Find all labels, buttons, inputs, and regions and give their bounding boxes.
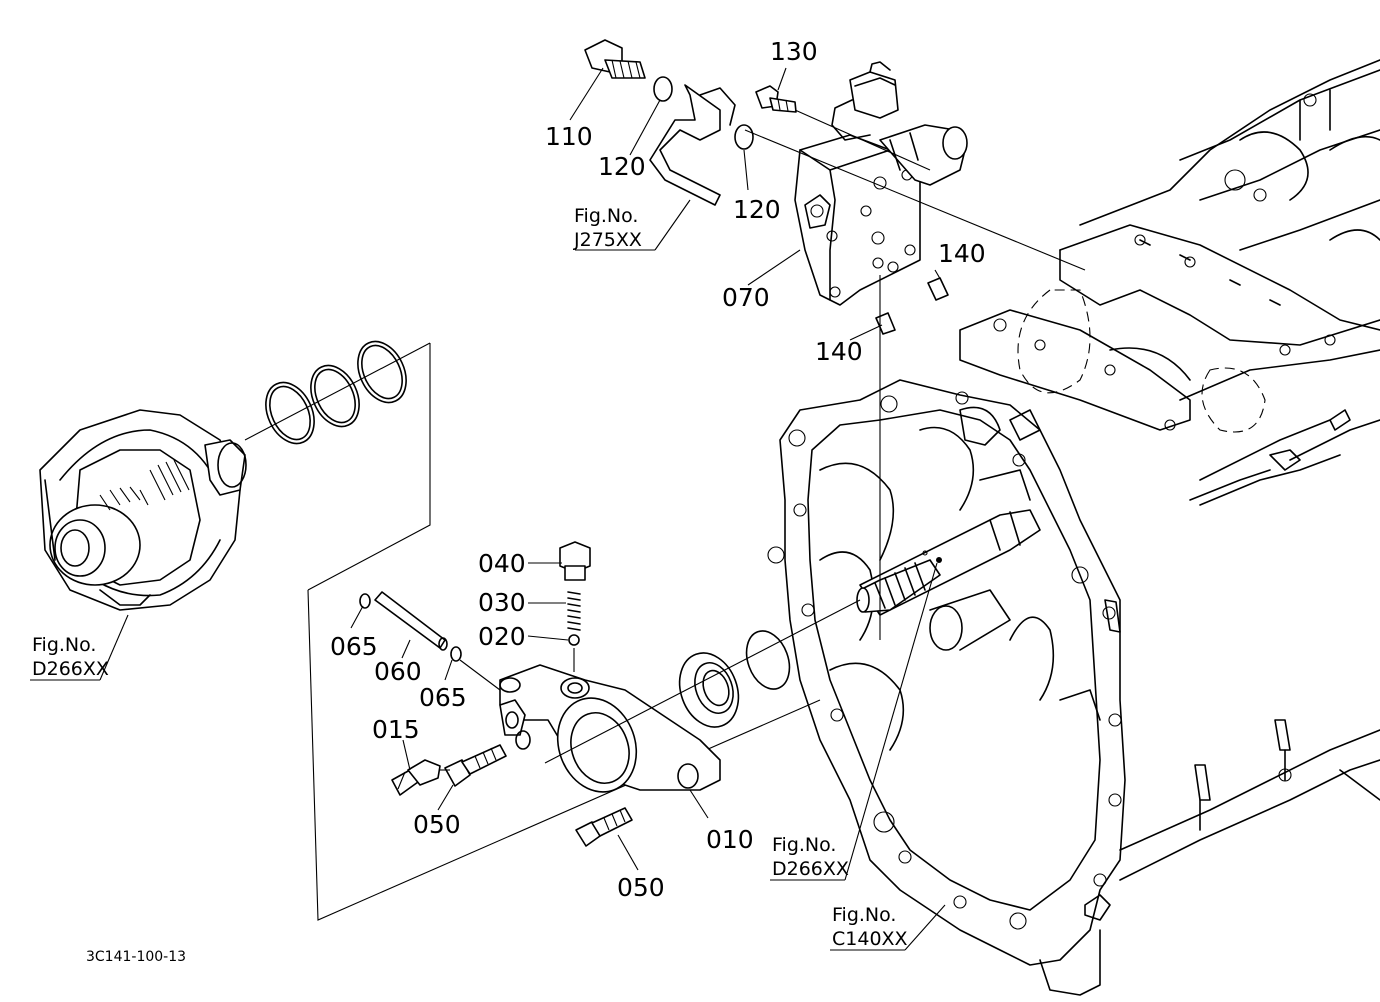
housing-010 [499, 664, 721, 793]
figure-references: Fig.No. J275XX Fig.No. D266XX Fig.No. D2… [32, 205, 908, 950]
callout-120-a: 120 [598, 152, 646, 181]
callout-060: 060 [374, 657, 422, 686]
callout-040: 040 [478, 549, 526, 578]
bolt-050b [575, 807, 633, 847]
callout-labels: 130 110 120 120 070 140 140 040 030 020 … [330, 37, 986, 902]
banjo-bolt [584, 39, 646, 79]
pipe-elbow [699, 87, 736, 126]
ref-c140-code: C140XX [832, 928, 908, 950]
transmission-case [767, 59, 1380, 996]
diagram-code: 3C141-100-13 [86, 949, 186, 965]
callout-130: 130 [770, 37, 818, 66]
projection-line-upper [744, 129, 1086, 271]
callout-110: 110 [545, 122, 593, 151]
washer-a [653, 76, 673, 102]
callout-050-a: 050 [413, 810, 461, 839]
ball-020 [568, 634, 580, 646]
rod-060 [359, 591, 462, 662]
snap-rings [244, 340, 431, 445]
ref-c140-label: Fig.No. [832, 904, 896, 926]
rod-centerline [459, 659, 501, 691]
pipe-fitting [649, 84, 721, 206]
shaft-centerline [544, 599, 861, 764]
plug-015 [391, 759, 441, 796]
clutch-pack [39, 409, 247, 611]
bolt-050a [444, 744, 507, 787]
shaft-ring [745, 630, 791, 690]
projection-line-screw [794, 109, 931, 171]
callout-120-b: 120 [733, 195, 781, 224]
callout-030: 030 [478, 588, 526, 617]
callout-010: 010 [706, 825, 754, 854]
spring-030 [567, 591, 581, 631]
ref-d266-left-label: Fig.No. [32, 634, 96, 656]
callout-070: 070 [722, 283, 770, 312]
callout-140-b: 140 [815, 337, 863, 366]
callout-065-b: 065 [419, 683, 467, 712]
bearing [678, 652, 740, 728]
callout-020: 020 [478, 622, 526, 651]
callout-015: 015 [372, 715, 420, 744]
callout-140-a: 140 [938, 239, 986, 268]
ref-j275-code: J275XX [573, 229, 642, 251]
leader-lines [30, 67, 946, 951]
plug-040 [559, 541, 591, 581]
ref-d266-left-code: D266XX [32, 658, 109, 680]
callout-050-b: 050 [617, 873, 665, 902]
ref-j275-label: Fig.No. [574, 205, 638, 227]
ref-d266-right-label: Fig.No. [772, 834, 836, 856]
washer-b [734, 124, 754, 150]
valve-block [794, 61, 968, 306]
pins-140 [875, 277, 949, 335]
ref-d266-right-code: D266XX [772, 858, 849, 880]
screw-130 [755, 85, 797, 113]
callout-065-a: 065 [330, 632, 378, 661]
